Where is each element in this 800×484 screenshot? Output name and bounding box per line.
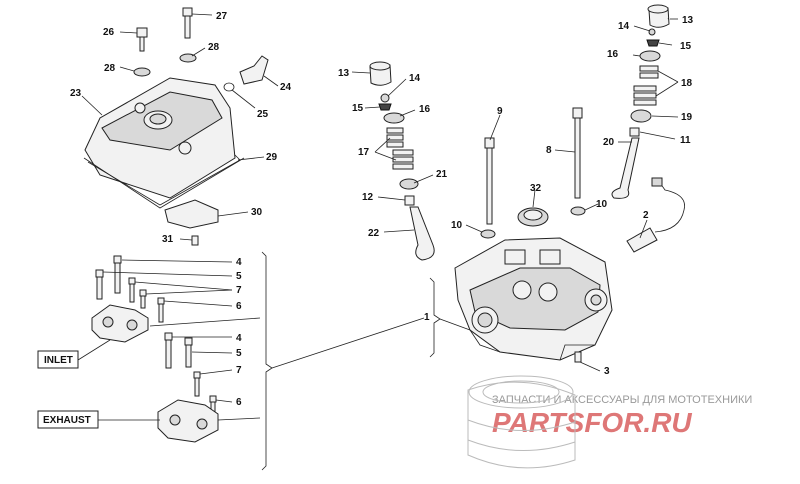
callout-26: 26: [103, 27, 115, 38]
callout-25: 25: [257, 109, 269, 120]
callout-22: 22: [368, 228, 380, 239]
valve-stack-right: [611, 4, 670, 199]
temperature-sensor: [626, 177, 685, 253]
callout-1: 1: [424, 312, 430, 323]
bolts-group-lower: [164, 332, 217, 413]
callout-14-right: 14: [618, 21, 630, 32]
callout-30: 30: [251, 207, 263, 218]
callout-32: 32: [530, 183, 542, 194]
callout-9: 9: [497, 106, 503, 117]
stud-8: [572, 107, 583, 199]
callout-6-upper: 6: [236, 301, 242, 312]
valve-seal-32: [517, 207, 549, 227]
callout-23: 23: [70, 88, 82, 99]
bolts-group-upper: [95, 255, 165, 323]
callout-31: 31: [162, 234, 174, 245]
callout-10-right: 10: [596, 199, 608, 210]
callout-3: 3: [604, 366, 610, 377]
callout-numbers: 1 2 3 4 4 5 5 6 6 7 7 8 9 10 10 11 12 13…: [70, 11, 694, 408]
callout-4-lower: 4: [236, 333, 242, 344]
washer-28-left: [133, 67, 151, 77]
callout-27: 27: [216, 11, 228, 22]
callout-28-left: 28: [104, 63, 116, 74]
callout-13-left: 13: [338, 68, 350, 79]
callout-6-lower: 6: [236, 397, 242, 408]
callout-5-upper: 5: [236, 271, 242, 282]
dowel-pin: [574, 351, 582, 363]
rocker-exhaust: [157, 399, 219, 443]
valve-stack-left: [369, 61, 435, 261]
bolt-26: [136, 27, 148, 52]
callout-29: 29: [266, 152, 278, 163]
valve-cover: [83, 77, 245, 209]
callout-4-upper: 4: [236, 257, 242, 268]
callout-18: 18: [681, 78, 693, 89]
watermark-logo: PARTSFOR.RU: [492, 407, 692, 438]
rocker-inlet: [91, 304, 149, 343]
callout-24: 24: [280, 82, 292, 93]
callout-5-lower: 5: [236, 348, 242, 359]
callout-7-upper: 7: [236, 285, 242, 296]
callout-17: 17: [358, 147, 370, 158]
callout-19: 19: [681, 112, 693, 123]
callout-8: 8: [546, 145, 552, 156]
cover-plate-30: [164, 199, 219, 229]
callout-15-left: 15: [352, 103, 364, 114]
callout-2: 2: [643, 210, 649, 221]
callout-16-right: 16: [607, 49, 619, 60]
exhaust-label-box: EXHAUST: [37, 410, 99, 429]
inlet-label: INLET: [44, 355, 73, 366]
bolt-27: [182, 7, 193, 39]
bracket-right-group: [261, 251, 441, 471]
callout-21: 21: [436, 169, 448, 180]
cylinder-outline: [467, 375, 576, 469]
leader-lines: [77, 13, 679, 421]
stud-9: [484, 137, 495, 225]
callout-12: 12: [362, 192, 374, 203]
callout-7-lower: 7: [236, 365, 242, 376]
callout-28-right: 28: [208, 42, 220, 53]
callout-11: 11: [680, 135, 691, 146]
callout-20: 20: [603, 137, 615, 148]
exhaust-label: EXHAUST: [43, 415, 91, 426]
inlet-label-box: INLET: [37, 350, 79, 369]
washer-10-left: [480, 229, 496, 239]
callout-14-left: 14: [409, 73, 421, 84]
bolt-31: [191, 235, 199, 246]
callout-16-left: 16: [419, 104, 431, 115]
cylinder-head: [454, 237, 613, 361]
washer-10-right: [570, 206, 586, 216]
callout-13-right: 13: [682, 15, 694, 26]
callout-15-right: 15: [680, 41, 692, 52]
o-ring-25: [223, 82, 235, 92]
callout-10-left: 10: [451, 220, 463, 231]
watermark-tagline: ЗАПЧАСТИ И АКСЕССУАРЫ ДЛЯ МОТОТЕХНИКИ: [492, 394, 752, 406]
elbow-fitting-24: [239, 55, 269, 85]
